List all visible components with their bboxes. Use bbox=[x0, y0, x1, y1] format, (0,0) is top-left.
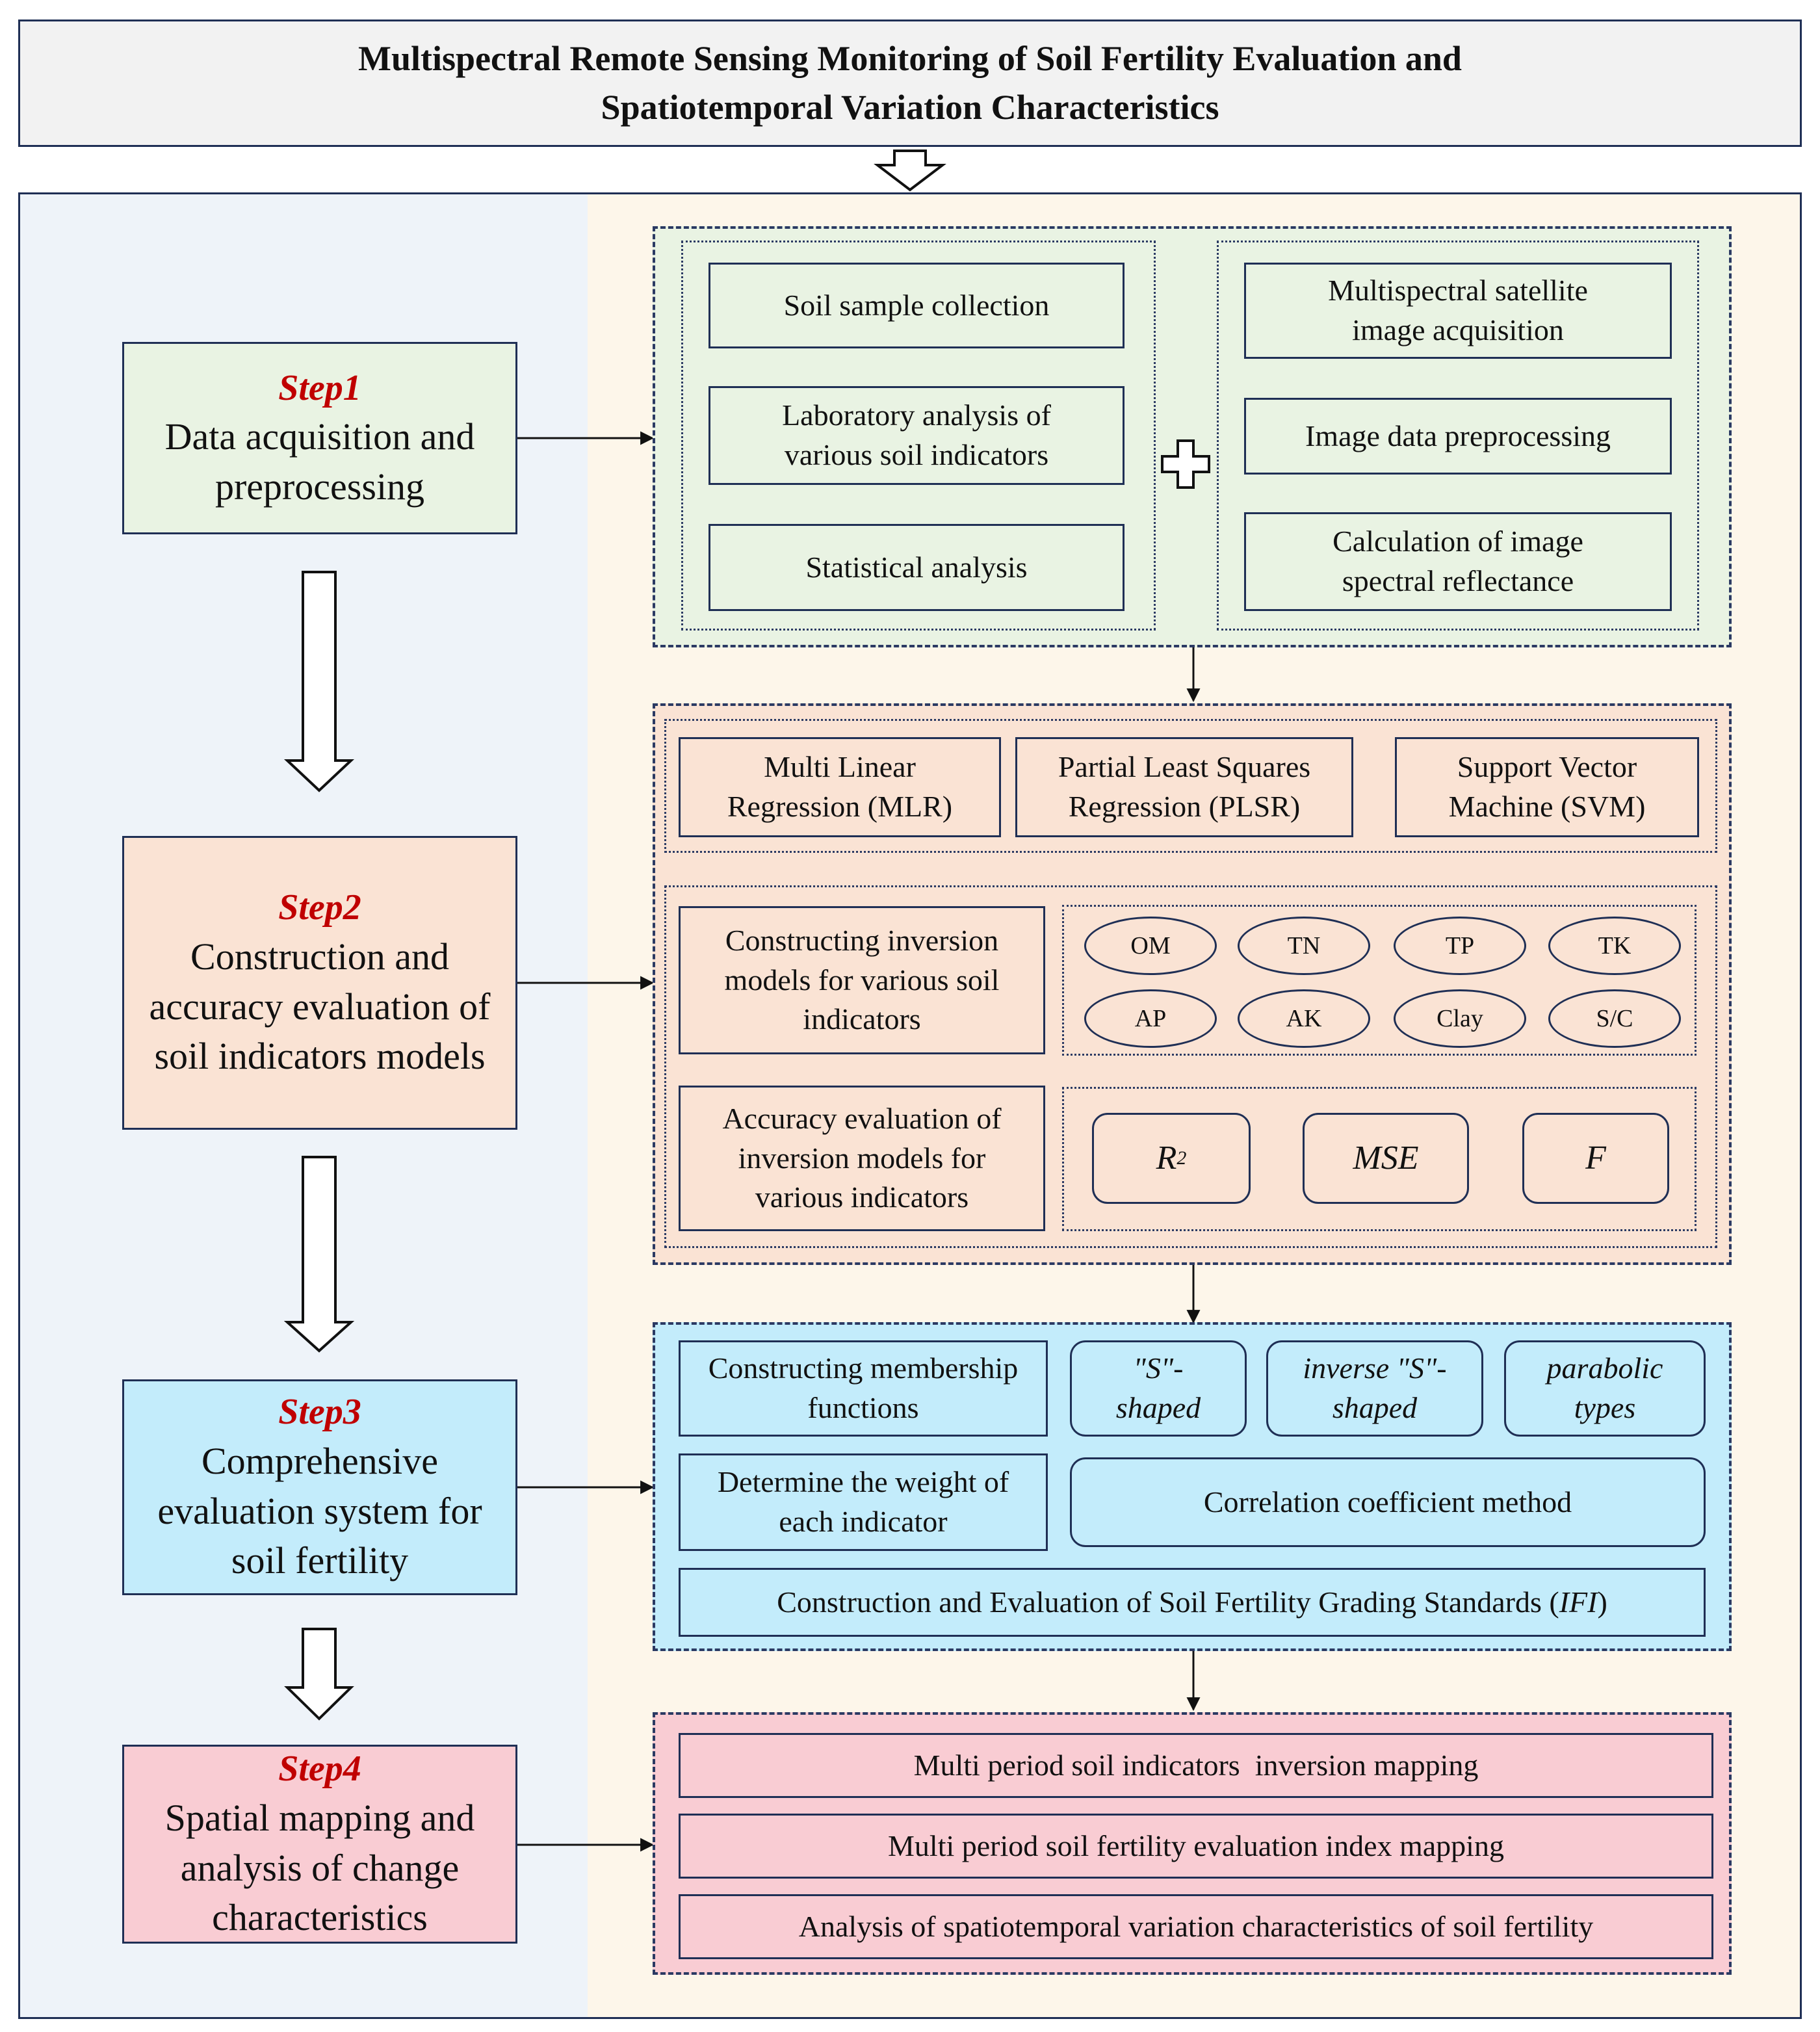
step4-box: Step4 Spatial mapping and analysis of ch… bbox=[122, 1745, 517, 1944]
constructing-inversion-box: Constructing inversion models for variou… bbox=[679, 906, 1045, 1054]
stage1-image-group bbox=[1217, 241, 1699, 631]
indicator-ak: AK bbox=[1238, 989, 1370, 1048]
grading-standards-label: Construction and Evaluation of Soil Fert… bbox=[777, 1585, 1559, 1619]
s-shaped-box: "S"-shaped bbox=[1070, 1340, 1247, 1437]
main-frame bbox=[18, 192, 1802, 2019]
accuracy-evaluation-box: Accuracy evaluation of inversion models … bbox=[679, 1086, 1045, 1231]
membership-functions-box: Constructing membership functions bbox=[679, 1340, 1048, 1437]
top-hollow-arrow bbox=[874, 150, 946, 192]
inverse-s-shaped-box: inverse "S"-shaped bbox=[1266, 1340, 1483, 1437]
spatiotemporal-analysis-box: Analysis of spatiotemporal variation cha… bbox=[679, 1894, 1713, 1959]
step4-label: Step4 bbox=[278, 1749, 361, 1790]
stage2-models-group bbox=[664, 885, 1717, 1248]
title-line-2: Spatiotemporal Variation Characteristics bbox=[601, 88, 1219, 127]
metrics-group bbox=[1062, 1087, 1696, 1231]
step1-box: Step1 Data acquisition and preprocessing bbox=[122, 342, 517, 534]
mlr-box: Multi Linear Regression (MLR) bbox=[679, 737, 1001, 837]
metric-mse: MSE bbox=[1303, 1113, 1469, 1204]
step4-description: Spatial mapping and analysis of change c… bbox=[164, 1797, 475, 1939]
fertility-index-mapping-box: Multi period soil fertility evaluation i… bbox=[679, 1814, 1713, 1879]
indicator-clay: Clay bbox=[1394, 989, 1526, 1048]
stage2-methods-group bbox=[664, 719, 1717, 853]
indicator-tp: TP bbox=[1394, 917, 1526, 975]
indicators-group bbox=[1062, 905, 1696, 1056]
indicator-sc: S/C bbox=[1548, 989, 1681, 1048]
title-line-1: Multispectral Remote Sensing Monitoring … bbox=[358, 39, 1462, 79]
laboratory-analysis-box: Laboratory analysis of various soil indi… bbox=[708, 386, 1124, 485]
step1-label: Step1 bbox=[278, 367, 361, 408]
ifi-label: IFI bbox=[1559, 1585, 1598, 1619]
multispectral-acquisition-box: Multispectral satellite image acquisitio… bbox=[1244, 263, 1672, 359]
inversion-mapping-box: Multi period soil indicators inversion m… bbox=[679, 1733, 1713, 1798]
image-preprocessing-box: Image data preprocessing bbox=[1244, 398, 1672, 475]
indicator-weight-box: Determine the weight of each indicator bbox=[679, 1453, 1048, 1551]
statistical-analysis-box: Statistical analysis bbox=[708, 524, 1124, 611]
correlation-coefficient-box: Correlation coefficient method bbox=[1070, 1457, 1706, 1547]
spectral-reflectance-box: Calculation of image spectral reflectanc… bbox=[1244, 512, 1672, 611]
step3-label: Step3 bbox=[278, 1392, 361, 1433]
grading-close: ) bbox=[1597, 1585, 1607, 1619]
parabolic-types-box: parabolic types bbox=[1504, 1340, 1706, 1437]
step3-box: Step3 Comprehensive evaluation system fo… bbox=[122, 1379, 517, 1595]
metric-r2-label: R bbox=[1156, 1139, 1177, 1177]
soil-sample-collection-box: Soil sample collection bbox=[708, 263, 1124, 348]
metric-r2-superscript: 2 bbox=[1176, 1147, 1187, 1169]
plus-icon bbox=[1161, 439, 1210, 489]
indicator-om: OM bbox=[1084, 917, 1217, 975]
svm-box: Support Vector Machine (SVM) bbox=[1395, 737, 1699, 837]
grading-standards-box: Construction and Evaluation of Soil Fert… bbox=[679, 1568, 1706, 1637]
step2-label: Step2 bbox=[278, 887, 361, 928]
indicator-tn: TN bbox=[1238, 917, 1370, 975]
plsr-box: Partial Least Squares Regression (PLSR) bbox=[1015, 737, 1353, 837]
indicator-ap: AP bbox=[1084, 989, 1217, 1048]
metric-f: F bbox=[1522, 1113, 1669, 1204]
step2-description: Construction and accuracy evaluation of … bbox=[149, 935, 491, 1078]
indicator-tk: TK bbox=[1548, 917, 1681, 975]
step1-description: Data acquisition and preprocessing bbox=[164, 415, 475, 508]
step3-description: Comprehensive evaluation system for soil… bbox=[157, 1440, 482, 1582]
stage1-soil-group bbox=[681, 241, 1156, 631]
title-box: Multispectral Remote Sensing Monitoring … bbox=[18, 20, 1802, 147]
step2-box: Step2 Construction and accuracy evaluati… bbox=[122, 836, 517, 1130]
